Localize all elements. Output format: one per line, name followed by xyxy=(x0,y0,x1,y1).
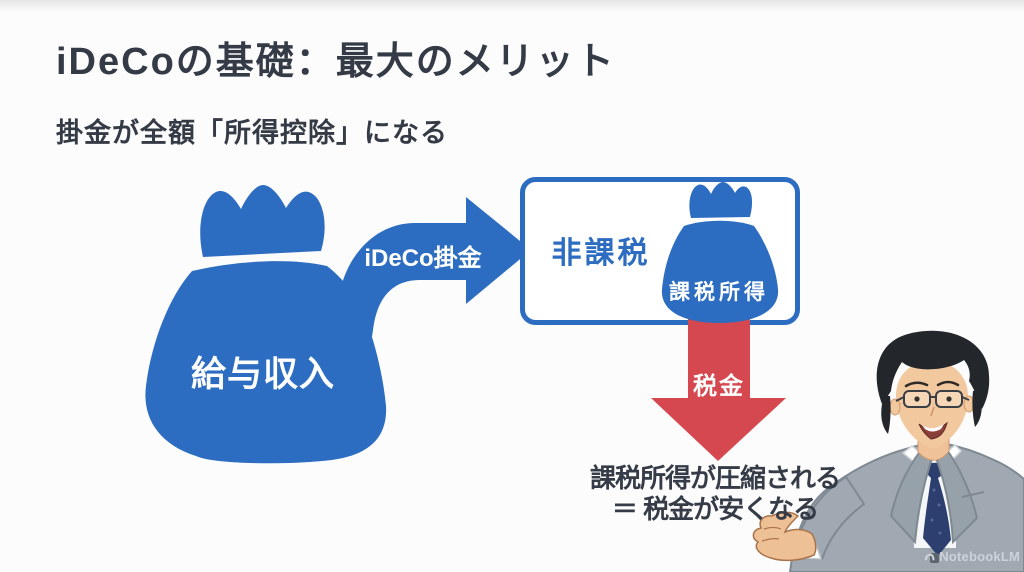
caption-line-1: 課税所得が圧縮される xyxy=(589,463,841,493)
contribution-arrow xyxy=(337,197,531,350)
suit-lapel-right xyxy=(932,441,979,545)
presenter-character xyxy=(752,330,1024,572)
notebooklm-watermark: NotebookLM xyxy=(924,549,1020,564)
presenting-hand xyxy=(752,511,817,562)
page-subtitle: 掛金が全額「所得控除」になる xyxy=(56,118,448,148)
suit-lapel-left xyxy=(889,441,936,545)
caption-line-2: ＝ 税金が安くなる xyxy=(611,494,819,524)
hair-side xyxy=(972,390,982,427)
contribution-arrow-label: iDeCo掛金 xyxy=(364,245,482,272)
taxable-income-bag-icon xyxy=(661,182,779,323)
tie xyxy=(923,463,951,556)
tax-exempt-label: 非課税 xyxy=(551,237,651,270)
hair-side xyxy=(881,396,891,434)
notebooklm-logo-icon xyxy=(924,553,935,560)
page-title: iDeCoの基礎：最大のメリット xyxy=(56,41,616,83)
hair xyxy=(876,330,990,409)
taxable-income-bag-label: 課税所得 xyxy=(669,281,769,304)
watermark-text: NotebookLM xyxy=(939,549,1020,564)
salary-bag-label: 給与収入 xyxy=(190,355,335,394)
tax-arrow-label: 税金 xyxy=(693,373,745,400)
tax-arrow xyxy=(651,318,786,461)
salary-money-bag-icon xyxy=(145,185,387,464)
diagram-caption: 課税所得が圧縮される ＝ 税金が安くなる xyxy=(560,463,870,525)
